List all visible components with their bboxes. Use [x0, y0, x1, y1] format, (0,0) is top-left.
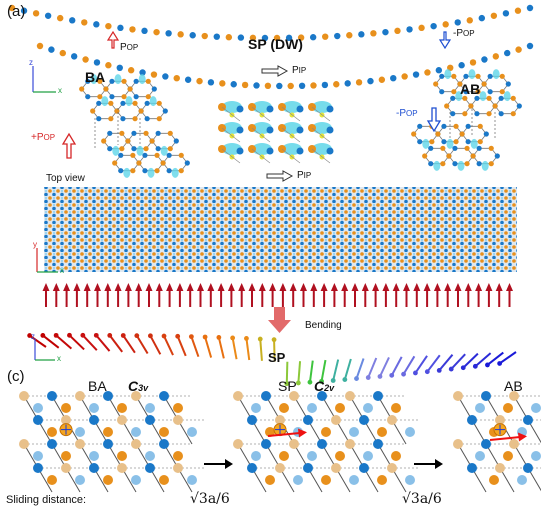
distance-2: √3a/6 [402, 491, 442, 507]
lattice-ab [453, 391, 541, 493]
ab-shift-arrow [489, 432, 527, 442]
atom-chain-top [8, 4, 534, 42]
dipole-arrow-row [42, 283, 513, 307]
p-ip-arrow-top [261, 65, 289, 77]
p-op-left-label: POP [120, 42, 139, 53]
p-ip-mid-label: PIP [297, 170, 312, 181]
c3v-label: C3v [128, 378, 149, 394]
c2v-label: C2v [314, 378, 335, 394]
bending-arrow [268, 307, 291, 333]
p-ip-arrow-mid [266, 170, 294, 182]
panel-label-c: (c) [7, 368, 25, 385]
minus-pop-arrow [426, 107, 442, 133]
sp-bend-label: SP [268, 350, 286, 365]
c-ba-label: BA [88, 378, 107, 394]
lattice-ba [19, 391, 206, 493]
plus-pop-label: +POP [31, 132, 56, 143]
ab-stacking-structure [411, 69, 522, 171]
axes-zx-bottom [34, 339, 55, 361]
ba-label: BA [85, 69, 106, 85]
transition-arrow-1 [204, 459, 233, 469]
panel-label-a: (a) [7, 3, 26, 20]
p-op-down-arrow [438, 31, 452, 50]
distance-1: √3a/6 [190, 491, 230, 507]
c-sp-label: SP [278, 378, 297, 394]
axes-zx-top [32, 66, 56, 93]
p-op-up-arrow [106, 30, 120, 49]
plus-pop-arrow [61, 132, 77, 159]
charge-density-block [218, 101, 334, 164]
minus-pop-label: -POP [396, 108, 418, 119]
axis-x-bottom: x [57, 354, 61, 363]
axis-z-top: z [29, 58, 33, 67]
axis-x-top: x [58, 86, 62, 95]
atom-chain-bottom [36, 42, 534, 90]
top-view-lattice [44, 187, 517, 272]
ab-label: AB [460, 81, 481, 97]
axis-x-mid: x [60, 266, 64, 275]
ba-stacking-structure [79, 74, 496, 178]
axes-yx [36, 248, 58, 273]
sp-shift-arrow [267, 428, 307, 438]
bent-dipole-arrows [27, 332, 517, 387]
sp-dw-label: SP (DW) [248, 36, 303, 52]
sliding-distance-label: Sliding distance: [6, 494, 87, 506]
axis-y: y [33, 240, 37, 249]
bending-label: Bending [305, 320, 342, 331]
p-ip-top-label: PIP [292, 65, 307, 76]
lattice-sp [233, 391, 420, 493]
axis-z-bottom: z [31, 332, 35, 341]
c-ab-label: AB [504, 378, 523, 394]
p-op-right-label: -POP [453, 28, 475, 39]
transition-arrow-2 [414, 459, 443, 469]
top-view-label: Top view [46, 173, 85, 184]
